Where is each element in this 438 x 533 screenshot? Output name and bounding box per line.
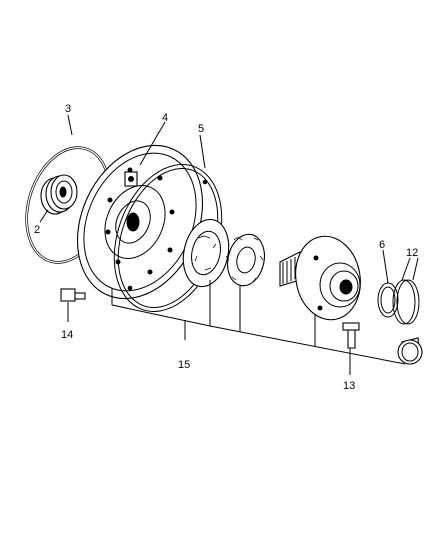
callout-2: 2 bbox=[34, 224, 40, 236]
callout-15: 15 bbox=[178, 359, 190, 371]
pump-seal-part-2 bbox=[40, 174, 78, 215]
callout-4: 4 bbox=[162, 112, 168, 124]
callout-14: 14 bbox=[61, 329, 73, 341]
callout-5: 5 bbox=[198, 123, 204, 135]
callout-13: 13 bbox=[343, 380, 355, 392]
seal-rings-part-12 bbox=[392, 279, 420, 325]
bolt-part-14 bbox=[60, 288, 86, 302]
callout-12: 12 bbox=[406, 247, 418, 259]
bushing bbox=[397, 337, 423, 365]
leader-lines bbox=[39, 114, 419, 375]
callout-3: 3 bbox=[65, 103, 71, 115]
inner-gear bbox=[225, 233, 265, 287]
callout-6: 6 bbox=[379, 239, 385, 251]
reaction-shaft-support bbox=[279, 235, 361, 321]
bolt-part-13 bbox=[342, 322, 360, 349]
